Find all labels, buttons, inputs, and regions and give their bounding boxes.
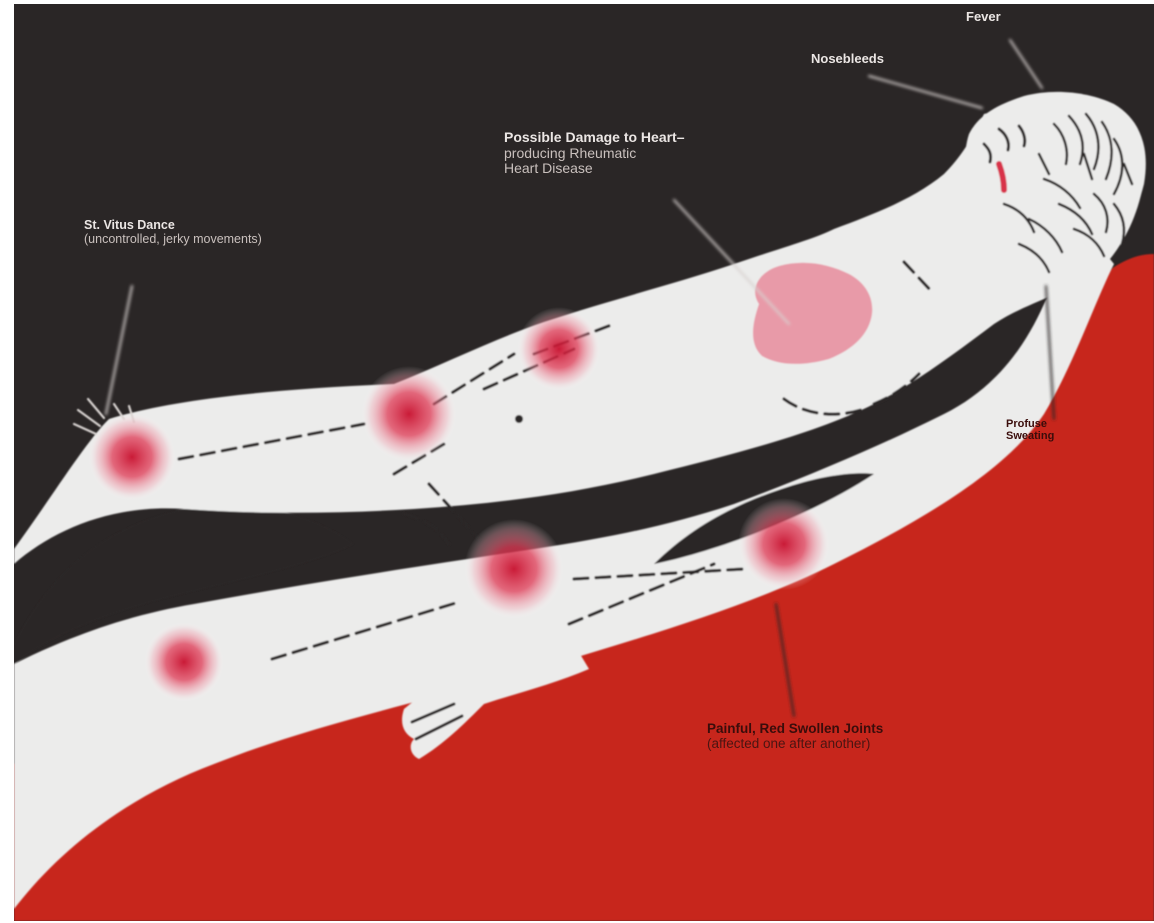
fever-text: Fever (966, 10, 1001, 25)
heart-line2-text: producing Rheumatic (504, 146, 685, 162)
joint-elbow (88, 413, 176, 501)
st-vitus-title-text: St. Vitus Dance (84, 218, 262, 232)
sweating-line2-text: Sweating (1006, 430, 1054, 442)
sweating-line1-text: Profuse (1006, 418, 1054, 430)
illustration-frame: Fever Nosebleeds Possible Damage to Hear… (14, 4, 1154, 921)
joint-right-shoulder (517, 307, 601, 391)
label-fever: Fever (966, 10, 1001, 25)
label-profuse-sweating: Profuse Sweating (1006, 418, 1054, 443)
joints-sub-text: (affected one after another) (707, 736, 883, 751)
heart-line3-text: Heart Disease (504, 161, 685, 177)
label-nosebleeds: Nosebleeds (811, 52, 884, 67)
joint-left-shoulder (361, 366, 457, 462)
joint-hip (464, 519, 564, 619)
st-vitus-sub-text: (uncontrolled, jerky movements) (84, 232, 262, 246)
heart-title-text: Possible Damage to Heart– (504, 130, 685, 146)
label-heart-damage: Possible Damage to Heart– producing Rheu… (504, 130, 685, 177)
nosebleeds-text: Nosebleeds (811, 52, 884, 67)
joints-title-text: Painful, Red Swollen Joints (707, 721, 883, 736)
label-swollen-joints: Painful, Red Swollen Joints (affected on… (707, 721, 883, 751)
joint-knee (738, 498, 830, 590)
label-st-vitus-dance: St. Vitus Dance (uncontrolled, jerky mov… (84, 218, 262, 246)
navel (515, 415, 523, 423)
joint-wrist (144, 622, 224, 702)
